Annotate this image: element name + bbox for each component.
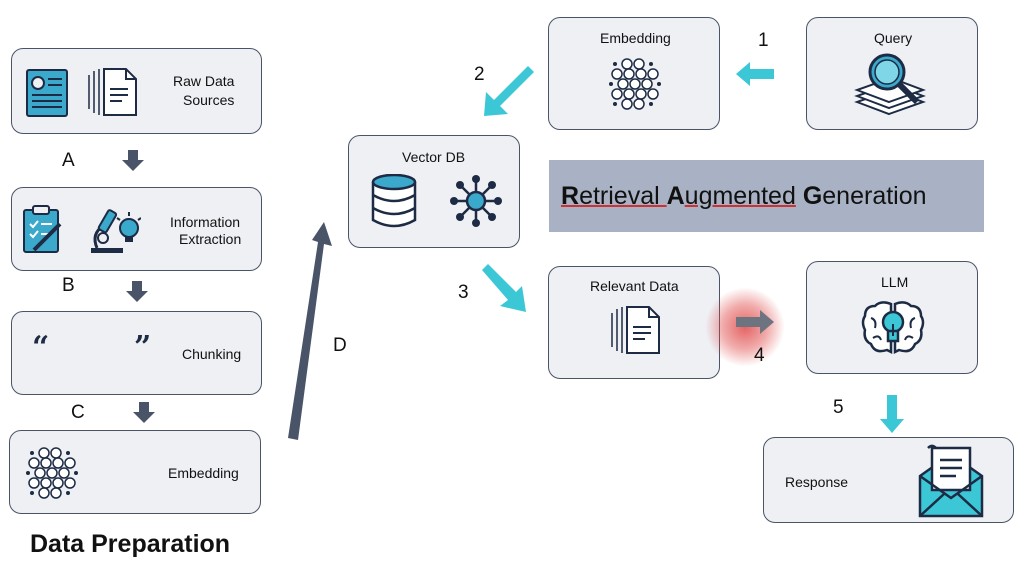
relevant-data-label: Relevant Data xyxy=(590,278,679,294)
response-box: Response xyxy=(763,437,1014,523)
embedding-rag-label: Embedding xyxy=(600,30,671,46)
banner-letter-a: A xyxy=(666,182,685,210)
cluster-icon xyxy=(26,447,78,499)
brain-icon xyxy=(861,301,925,355)
embedding-rag-box: Embedding xyxy=(548,17,720,130)
open-quote-icon: “ xyxy=(32,330,50,365)
vector-db-label: Vector DB xyxy=(402,149,466,165)
rag-banner-text: Retrieval Augmented Generation xyxy=(561,182,927,211)
information-label-2: Extraction xyxy=(179,231,242,247)
diagonal-arrow-d xyxy=(288,222,332,440)
microscope-icon xyxy=(91,209,141,253)
document-icon xyxy=(88,68,137,116)
banner-letter-g: G xyxy=(802,182,823,210)
down-arrow-5 xyxy=(880,395,904,433)
step-label-3: 3 xyxy=(458,282,469,303)
information-extraction-box: Information Extraction xyxy=(11,187,262,271)
response-label: Response xyxy=(785,474,849,490)
rag-banner: Retrieval Augmented Generation xyxy=(549,160,984,232)
banner-word-generation: eneration xyxy=(822,182,927,210)
data-preparation-title: Data Preparation xyxy=(30,530,231,558)
chunking-box: “ ” Chunking xyxy=(11,311,262,395)
step-label-c: C xyxy=(71,402,85,423)
step-label-4: 4 xyxy=(754,345,765,366)
clipboard-icon xyxy=(23,205,62,253)
diagonal-arrow-2 xyxy=(484,66,534,116)
down-arrow-c xyxy=(133,402,155,423)
step-label-2: 2 xyxy=(474,64,485,85)
database-icon xyxy=(371,174,417,228)
llm-box: LLM xyxy=(806,261,978,374)
relevant-data-box: Relevant Data xyxy=(548,266,720,379)
embedding-prep-label: Embedding xyxy=(168,465,239,481)
cluster-icon xyxy=(609,58,661,110)
information-label-1: Information xyxy=(170,214,241,230)
banner-word-retrieval: etrieval xyxy=(579,182,667,210)
raw-data-label-2: Sources xyxy=(183,92,235,108)
banner-word-augmented: ugmented xyxy=(684,182,796,210)
envelope-icon xyxy=(918,444,984,518)
chunking-label: Chunking xyxy=(182,346,242,362)
close-quote-icon: ” xyxy=(134,330,152,365)
right-arrow-4 xyxy=(736,310,774,334)
banner-letter-r: R xyxy=(561,182,580,210)
left-arrow-1 xyxy=(736,62,774,86)
query-label: Query xyxy=(874,30,913,46)
network-icon xyxy=(450,175,502,227)
step-label-a: A xyxy=(62,150,75,171)
newspaper-icon xyxy=(26,69,68,117)
magnifier-icon xyxy=(854,53,926,116)
embedding-prep-box: Embedding xyxy=(9,430,261,514)
down-arrow-a xyxy=(122,150,144,171)
vector-db-box: Vector DB xyxy=(348,135,520,248)
step-label-b: B xyxy=(62,275,75,296)
step-label-d: D xyxy=(333,335,347,356)
raw-data-sources-box: Raw Data Sources xyxy=(11,48,262,134)
llm-label: LLM xyxy=(881,274,909,290)
raw-data-label-1: Raw Data xyxy=(173,73,235,89)
diagonal-arrow-3 xyxy=(482,264,526,312)
step-label-5: 5 xyxy=(833,397,844,418)
document-icon xyxy=(611,306,660,354)
query-box: Query xyxy=(806,17,978,130)
down-arrow-b xyxy=(126,281,148,302)
step-label-1: 1 xyxy=(758,30,769,51)
